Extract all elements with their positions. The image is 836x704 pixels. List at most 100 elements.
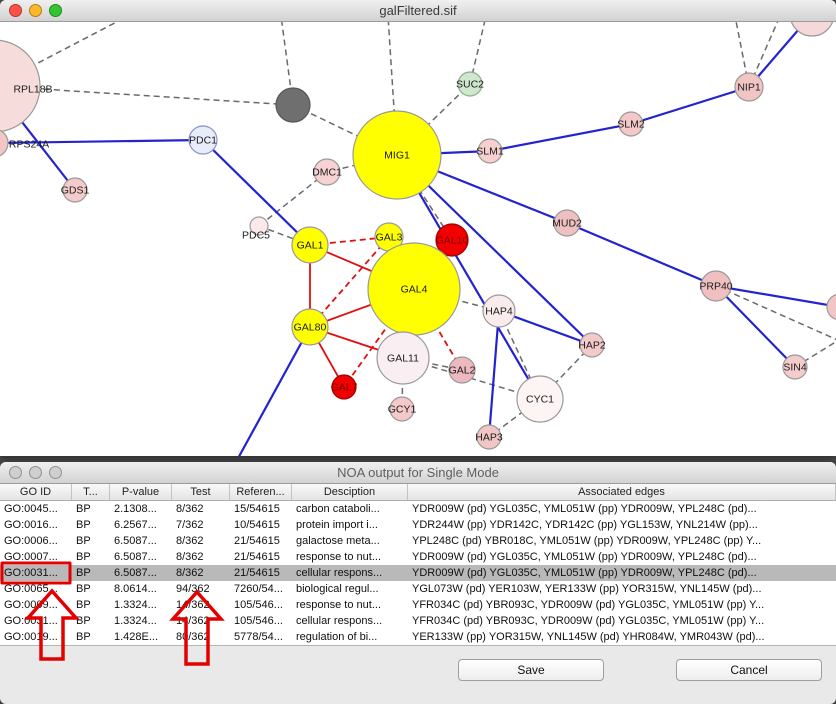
node-label: GAL7: [331, 382, 358, 394]
node-label: GAL1: [297, 240, 324, 252]
network-window-titlebar[interactable]: galFiltered.sif: [0, 0, 836, 22]
node-gal11[interactable]: [376, 331, 430, 385]
cell-test: 8/362: [176, 551, 204, 563]
node-label: PDC5: [242, 230, 270, 242]
close-button-icon[interactable]: [9, 4, 22, 17]
zoom-button-icon[interactable]: [49, 466, 62, 479]
edge: [715, 285, 836, 341]
node-label: SUC2: [456, 79, 484, 91]
cell-edges: YDR009W (pd) YGL035C, YML051W (pp) YDR00…: [412, 567, 757, 579]
node-gal7[interactable]: [331, 374, 357, 400]
node-clip_r[interactable]: [826, 294, 836, 320]
cell-go-id: GO:0065...: [4, 583, 58, 595]
cell-type: BP: [76, 631, 91, 643]
noa-window-titlebar[interactable]: NOA output for Single Mode: [0, 462, 836, 484]
node-suc2[interactable]: [457, 71, 483, 97]
node-label: CYC1: [526, 394, 554, 406]
edge: [258, 171, 328, 227]
column-header-description[interactable]: Desciption: [292, 484, 408, 500]
node-label: HAP4: [485, 306, 513, 318]
cell-reference: 10/54615: [234, 519, 280, 531]
node-dmc1[interactable]: [313, 158, 341, 186]
node-hap3[interactable]: [476, 424, 502, 450]
cell-p-value: 2.1308...: [114, 503, 157, 515]
cell-description: galactose meta...: [296, 535, 380, 547]
cell-test: 94/362: [176, 583, 210, 595]
node-gcy1[interactable]: [389, 396, 415, 422]
node-label: SLM1: [476, 146, 504, 158]
cell-p-value: 1.3324...: [114, 615, 157, 627]
node-mig1[interactable]: [352, 110, 442, 200]
node-cyc1[interactable]: [516, 375, 564, 423]
minimize-button-icon[interactable]: [29, 4, 42, 17]
node-mud2[interactable]: [553, 209, 581, 237]
node-label: GAL10: [436, 235, 469, 247]
column-header-test[interactable]: Test: [172, 484, 230, 500]
cell-go-id: GO:0006...: [4, 535, 58, 547]
node-rpl18b[interactable]: [0, 39, 41, 133]
zoom-button-icon[interactable]: [49, 4, 62, 17]
node-sin4[interactable]: [782, 354, 808, 380]
node-slm1[interactable]: [477, 138, 503, 164]
node-dark1[interactable]: [275, 87, 311, 123]
column-header-reference[interactable]: Referen...: [230, 484, 292, 500]
column-header-type[interactable]: T...: [72, 484, 110, 500]
edge: [396, 154, 453, 241]
cell-reference: 21/54615: [234, 551, 280, 563]
node-gal10[interactable]: [435, 223, 469, 257]
save-button[interactable]: Save: [458, 659, 604, 681]
minimize-button-icon[interactable]: [29, 466, 42, 479]
cell-description: biological regul...: [296, 583, 379, 595]
node-pdc5[interactable]: [249, 216, 269, 236]
node-nip1[interactable]: [734, 72, 764, 102]
node-clip_tr[interactable]: [790, 22, 834, 37]
cell-edges: YGL073W (pd) YER103W, YER133W (pp) YOR31…: [412, 583, 762, 595]
node-gal1[interactable]: [291, 226, 329, 264]
node-label: HAP2: [578, 340, 606, 352]
close-button-icon[interactable]: [9, 466, 22, 479]
cell-reference: 5778/54...: [234, 631, 283, 643]
cell-p-value: 6.5087...: [114, 551, 157, 563]
cell-type: BP: [76, 503, 91, 515]
node-label: GAL2: [449, 365, 476, 377]
table-header: GO ID T... P-value Test Referen... Desci…: [0, 484, 836, 501]
node-label: GAL3: [376, 232, 403, 244]
noa-window-title: NOA output for Single Mode: [337, 465, 499, 480]
node-hap4[interactable]: [482, 294, 516, 328]
node-gal2[interactable]: [448, 356, 476, 384]
network-graph[interactable]: RPL18BRPS24AGDS1PDC1DMC1MIG1SUC2SLM1SLM2…: [0, 22, 836, 456]
node-rps24a[interactable]: [0, 129, 9, 157]
column-header-p-value[interactable]: P-value: [110, 484, 172, 500]
node-pdc1[interactable]: [188, 125, 218, 155]
cell-type: BP: [76, 567, 91, 579]
node-label: PDC1: [189, 135, 217, 147]
cell-edges: YDR009W (pd) YGL035C, YML051W (pp) YDR00…: [412, 503, 757, 515]
cell-test: 14/362: [176, 615, 210, 627]
node-gds1[interactable]: [62, 177, 88, 203]
node-hap2[interactable]: [579, 332, 605, 358]
cancel-button[interactable]: Cancel: [676, 659, 822, 681]
cell-p-value: 8.0614...: [114, 583, 157, 595]
column-header-go-id[interactable]: GO ID: [0, 484, 72, 500]
cell-edges: YDR009W (pd) YGL035C, YML051W (pp) YDR00…: [412, 551, 757, 563]
window-controls: [9, 4, 62, 17]
node-label: RPL18B: [13, 84, 52, 96]
node-label: GCY1: [388, 404, 417, 416]
node-prp40[interactable]: [700, 270, 732, 302]
node-slm2[interactable]: [618, 111, 644, 137]
node-label: GDS1: [61, 185, 90, 197]
edge: [0, 138, 204, 145]
column-header-associated-edges[interactable]: Associated edges: [408, 484, 836, 500]
node-gal80[interactable]: [291, 308, 329, 346]
cell-description: protein import i...: [296, 519, 378, 531]
